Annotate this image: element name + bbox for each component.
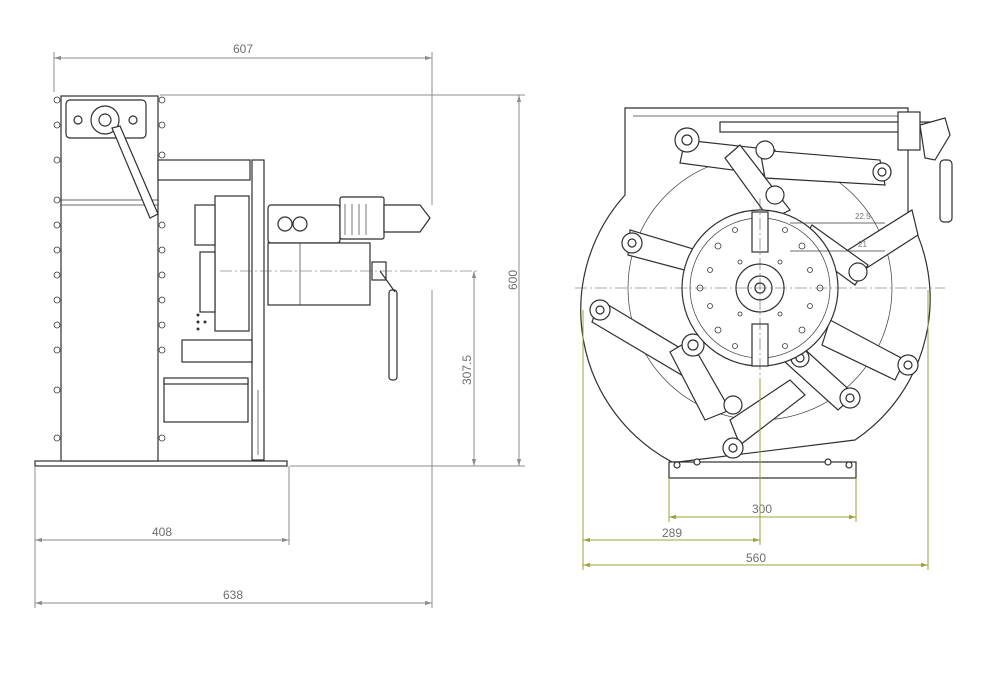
- front-base: [668, 461, 857, 479]
- dim-638-label: 638: [223, 588, 243, 602]
- motor-box: [267, 242, 371, 306]
- angle-label-1: 22.5: [855, 212, 871, 221]
- dim-560-label: 560: [746, 551, 766, 565]
- frame-plate: [251, 159, 265, 461]
- dim-307-5-label: 307.5: [460, 355, 474, 385]
- angle-label-2: 21: [858, 240, 867, 249]
- dim-300-label: 300: [752, 502, 772, 516]
- chuck-bolts: [696, 227, 824, 349]
- dim-600-label: 600: [506, 270, 520, 290]
- housing-bolts: [53, 96, 166, 442]
- dim-408-label: 408: [152, 525, 172, 539]
- side-view: [34, 95, 480, 467]
- front-dimensions: 300 289 560: [582, 290, 929, 570]
- side-dimensions: 607 600 307.5 408 638: [34, 42, 525, 608]
- base-plate: [34, 460, 288, 467]
- crank-arm: [111, 125, 159, 219]
- front-handle: [939, 159, 953, 223]
- dim-607-label: 607: [233, 42, 253, 56]
- wheel-profile: [214, 195, 250, 332]
- main-housing: [60, 95, 159, 462]
- dim-289-label: 289: [662, 526, 682, 540]
- arm-pivots: [589, 127, 919, 459]
- lower-block: [163, 379, 249, 423]
- front-view: 22.5 21: [575, 107, 953, 479]
- upper-tube: [157, 159, 251, 181]
